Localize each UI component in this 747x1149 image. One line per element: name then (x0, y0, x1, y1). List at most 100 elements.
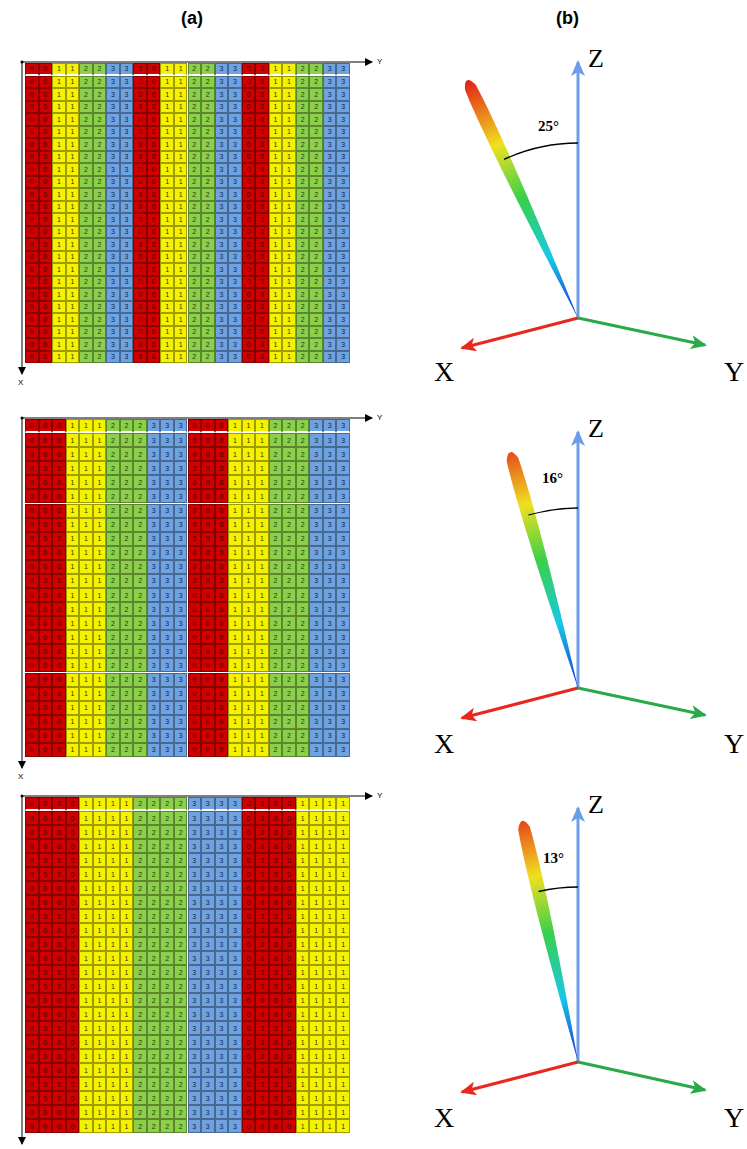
grid-cell: 2 (93, 63, 107, 76)
cell-value: 2 (192, 65, 196, 72)
cell-value: 1 (260, 507, 264, 514)
grid-cell: 1 (66, 76, 80, 89)
cell-value: 2 (111, 634, 115, 641)
cell-value: 1 (57, 303, 61, 310)
cell-value: 0 (192, 465, 196, 472)
grid-cell: 1 (160, 201, 174, 214)
grid-cell: 1 (228, 518, 242, 532)
cell-value: 3 (219, 303, 223, 310)
grid-cell: 1 (174, 288, 188, 301)
grid-cell: 1 (66, 188, 80, 201)
grid-cell: 1 (269, 276, 283, 289)
grid-cell: 0 (147, 88, 161, 101)
grid-cell: 0 (52, 504, 66, 518)
cell-value: 0 (30, 203, 34, 210)
cell-value: 0 (43, 166, 47, 173)
grid-cell: 2 (309, 63, 323, 76)
grid-cell: 1 (255, 630, 269, 644)
cell-value: 3 (179, 422, 183, 429)
grid-cell: 3 (336, 226, 350, 239)
cell-value: 1 (246, 493, 250, 500)
grid-cell: 0 (255, 63, 269, 76)
cell-value: 0 (246, 353, 250, 360)
cell-value: 0 (192, 577, 196, 584)
grid-cell: 2 (282, 419, 296, 433)
cell-value: 3 (111, 303, 115, 310)
grid-cell: 2 (79, 201, 93, 214)
cell-value: 0 (43, 191, 47, 198)
cell-value: 3 (314, 437, 318, 444)
grid-cell: 2 (106, 518, 120, 532)
cell-value: 3 (341, 316, 345, 323)
cell-value: 0 (43, 128, 47, 135)
grid-cell: 3 (228, 288, 242, 301)
cell-value: 3 (341, 128, 345, 135)
grid-cell: 1 (174, 76, 188, 89)
cell-value: 1 (287, 203, 291, 210)
cell-value: 0 (219, 507, 223, 514)
cell-value: 2 (138, 620, 142, 627)
cell-value: 2 (138, 577, 142, 584)
cell-value: 3 (111, 266, 115, 273)
grid-cell: 0 (147, 351, 161, 364)
grid-cell: 2 (133, 630, 147, 644)
cell-value: 3 (233, 153, 237, 160)
grid-cell: 0 (242, 301, 256, 314)
cell-value: 2 (125, 592, 129, 599)
cell-value: 0 (246, 116, 250, 123)
grid-cell: 0 (39, 263, 53, 276)
cell-value: 3 (341, 216, 345, 223)
grid-cell: 3 (323, 560, 337, 574)
cell-value: 1 (98, 620, 102, 627)
grid-cell: 1 (79, 475, 93, 489)
grid-cell: 2 (93, 76, 107, 89)
grid-cell: 2 (296, 238, 310, 251)
grid-cell: 2 (79, 101, 93, 114)
grid-cell: 0 (255, 176, 269, 189)
grid-cell: 1 (52, 138, 66, 151)
cell-value: 1 (70, 266, 74, 273)
cell-value: 0 (30, 153, 34, 160)
cell-value: 3 (314, 549, 318, 556)
grid-cell: 3 (336, 560, 350, 574)
grid-cell: 1 (228, 560, 242, 574)
grid-cell: 3 (309, 433, 323, 447)
grid-cell: 1 (242, 433, 256, 447)
grid-cell: 3 (309, 532, 323, 546)
cell-value: 2 (301, 103, 305, 110)
panel-label: (a) (181, 8, 203, 29)
grid-cell: 1 (269, 238, 283, 251)
grid-cell: 3 (147, 546, 161, 560)
cell-value: 3 (125, 153, 129, 160)
grid-cell: 3 (336, 433, 350, 447)
grid-cell: 0 (39, 226, 53, 239)
grid-cell: 0 (215, 461, 229, 475)
cell-value: 2 (84, 316, 88, 323)
cell-value: 3 (328, 341, 332, 348)
grid-cell: 1 (269, 176, 283, 189)
cell-value: 2 (301, 341, 305, 348)
cell-value: 0 (206, 437, 210, 444)
grid-cell: 0 (255, 238, 269, 251)
cell-value: 3 (125, 303, 129, 310)
grid-cell: 3 (120, 338, 134, 351)
cell-value: 1 (165, 316, 169, 323)
cell-value: 3 (219, 228, 223, 235)
cell-value: 1 (70, 577, 74, 584)
grid-cell: 3 (336, 238, 350, 251)
cell-value: 0 (30, 303, 34, 310)
grid-cell: 1 (79, 630, 93, 644)
cell-value: 3 (314, 577, 318, 584)
grid-cell: 1 (269, 301, 283, 314)
grid-cell: 1 (93, 489, 107, 503)
cell-value: 3 (165, 606, 169, 613)
cell-value: 2 (84, 353, 88, 360)
grid-cell: 3 (323, 588, 337, 602)
cell-value: 3 (341, 521, 345, 528)
cell-value: 3 (328, 563, 332, 570)
grid-cell: 3 (336, 461, 350, 475)
cell-value: 0 (192, 549, 196, 556)
grid-cell: 0 (52, 560, 66, 574)
grid-cell: 1 (255, 560, 269, 574)
cell-value: 3 (341, 451, 345, 458)
